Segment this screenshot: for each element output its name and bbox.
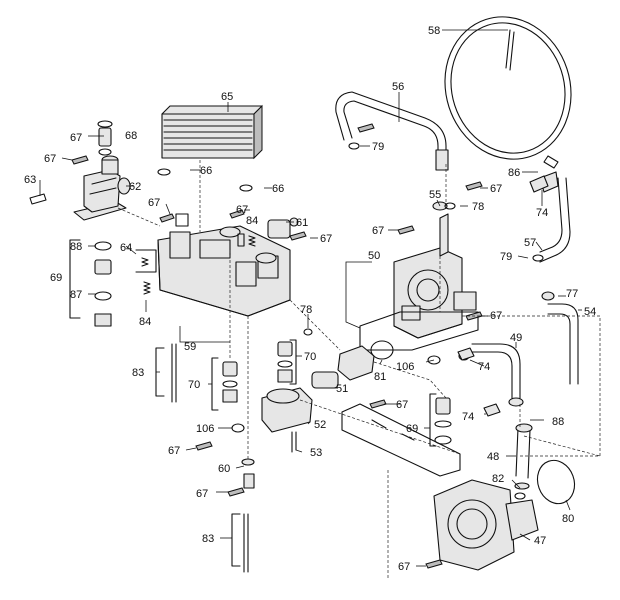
pipe-54	[541, 291, 579, 385]
callout-67: 67	[396, 399, 408, 411]
callout-59: 59	[184, 341, 196, 353]
callout-leaders	[39, 29, 582, 567]
callout-57: 57	[524, 237, 536, 249]
callout-67: 67	[196, 488, 208, 500]
callout-67: 67	[236, 204, 248, 216]
clips-67	[71, 123, 483, 569]
callout-106: 106	[196, 423, 214, 435]
valve-61	[267, 217, 299, 239]
callout-60: 60	[218, 463, 230, 475]
callout-74: 74	[462, 411, 474, 423]
callout-67: 67	[490, 310, 502, 322]
callout-64: 64	[120, 242, 132, 254]
callout-88: 88	[70, 241, 82, 253]
callout-55: 55	[429, 189, 441, 201]
callout-70: 70	[188, 379, 200, 391]
pipe-57	[539, 177, 571, 263]
o-ring-81	[370, 340, 394, 360]
callout-74: 74	[536, 207, 548, 219]
callout-54: 54	[584, 306, 596, 318]
callout-86: 86	[508, 167, 520, 179]
callout-79: 79	[500, 251, 512, 263]
pump-47	[433, 479, 539, 571]
callout-67: 67	[148, 197, 160, 209]
springs-84	[141, 235, 256, 295]
callout-68: 68	[125, 130, 137, 142]
callout-58: 58	[428, 25, 440, 37]
small-rings	[157, 142, 549, 500]
callout-84: 84	[246, 215, 258, 227]
mounting-bracket	[341, 403, 461, 477]
callout-78: 78	[472, 201, 484, 213]
tube-83-upper	[155, 343, 177, 403]
callout-67: 67	[70, 132, 82, 144]
assembly-guide-lines	[117, 160, 601, 580]
o-ring-80	[536, 459, 576, 505]
callout-74: 74	[478, 361, 490, 373]
fitting-stack-69	[69, 239, 112, 327]
pipe-48	[514, 423, 533, 490]
tube-83-lower	[231, 513, 249, 573]
callout-47: 47	[534, 535, 546, 547]
small-fittings-68	[97, 120, 113, 156]
callout-56: 56	[392, 81, 404, 93]
callout-50: 50	[368, 250, 380, 262]
pipe-56	[335, 91, 449, 171]
callout-70: 70	[304, 351, 316, 363]
callout-67: 67	[490, 183, 502, 195]
callout-66: 66	[200, 165, 212, 177]
fitting-stack-69-right	[429, 393, 452, 447]
callout-67: 67	[320, 233, 332, 245]
callout-88: 88	[552, 416, 564, 428]
callout-87: 87	[70, 289, 82, 301]
callout-67: 67	[168, 445, 180, 457]
callout-66: 66	[272, 183, 284, 195]
callout-67: 67	[372, 225, 384, 237]
callout-53: 53	[310, 447, 322, 459]
callout-106: 106	[396, 361, 414, 373]
callout-52: 52	[314, 419, 326, 431]
expansion-vessel-58	[444, 16, 572, 169]
callout-labels: 58 56 65 67 68 79 67 66 63 62 66 86 67 5…	[24, 25, 596, 573]
manifold-59	[135, 213, 291, 317]
callout-62: 62	[129, 181, 141, 193]
callout-61: 61	[296, 217, 308, 229]
callout-67: 67	[44, 153, 56, 165]
callout-65: 65	[221, 91, 233, 103]
callout-80: 80	[562, 513, 574, 525]
callout-48: 48	[487, 451, 499, 463]
callout-69: 69	[406, 423, 418, 435]
callout-84: 84	[139, 316, 151, 328]
callout-67: 67	[398, 561, 410, 573]
callout-77: 77	[566, 288, 578, 300]
callout-79: 79	[372, 141, 384, 153]
hydraulic-block-62	[29, 155, 131, 221]
fitting-stack-70-right	[277, 339, 297, 385]
motor-52	[261, 387, 313, 453]
callout-83: 83	[132, 367, 144, 379]
callout-81: 81	[374, 371, 386, 383]
pipe-49	[471, 343, 524, 407]
callout-69: 69	[50, 272, 62, 284]
callout-82: 82	[492, 473, 504, 485]
heat-exchanger-65	[161, 104, 263, 160]
actuator-51	[311, 345, 375, 389]
callout-78: 78	[300, 304, 312, 316]
callout-63: 63	[24, 174, 36, 186]
callout-49: 49	[510, 332, 522, 344]
callout-51: 51	[336, 383, 348, 395]
callout-83: 83	[202, 533, 214, 545]
fitting-60	[241, 458, 255, 489]
fitting-stack-70-left	[211, 357, 238, 411]
